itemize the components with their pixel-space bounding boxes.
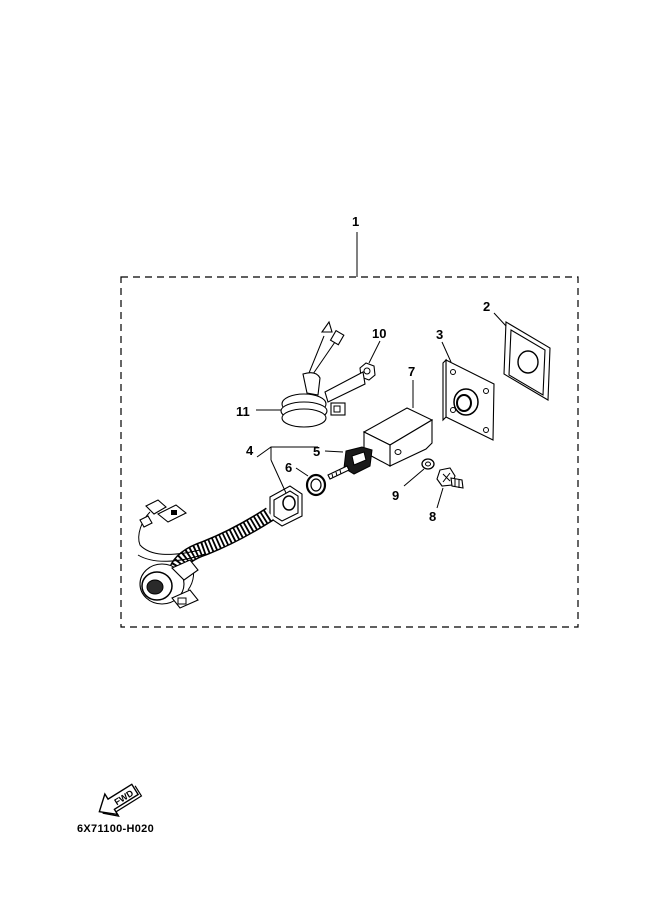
callout-7: 7 xyxy=(408,364,415,379)
diagram-code: 6X71100-H020 xyxy=(77,823,154,835)
gasket-part-2 xyxy=(503,321,551,401)
key-part-5 xyxy=(327,446,373,480)
leader-4 xyxy=(256,446,318,494)
callout-3: 3 xyxy=(436,327,443,342)
leader-10 xyxy=(368,340,381,364)
plate-part-3 xyxy=(442,358,495,441)
washer-part-9 xyxy=(421,458,435,470)
switch-boot-part-11 xyxy=(280,320,366,428)
leader-5 xyxy=(324,450,344,453)
callout-4: 4 xyxy=(246,443,254,458)
bushing-part-6 xyxy=(305,473,327,497)
key-switch-harness-part-4 xyxy=(137,485,303,609)
callout-8: 8 xyxy=(429,509,436,524)
leader-8 xyxy=(436,487,444,509)
leader-3 xyxy=(441,341,452,363)
callout-5: 5 xyxy=(313,444,320,459)
assembly-boundary xyxy=(120,276,579,628)
callout-1: 1 xyxy=(352,214,359,229)
callout-10: 10 xyxy=(372,326,386,341)
callout-6: 6 xyxy=(285,460,292,475)
callout-2: 2 xyxy=(483,299,490,314)
leader-9 xyxy=(403,468,425,487)
screw-part-8 xyxy=(436,467,464,489)
fwd-arrow-icon: FWD xyxy=(98,783,143,817)
leader-6 xyxy=(295,467,309,477)
callout-9: 9 xyxy=(392,488,399,503)
callout-11: 11 xyxy=(236,404,250,419)
bracket-part-7 xyxy=(362,407,434,467)
leader-2 xyxy=(493,312,507,327)
